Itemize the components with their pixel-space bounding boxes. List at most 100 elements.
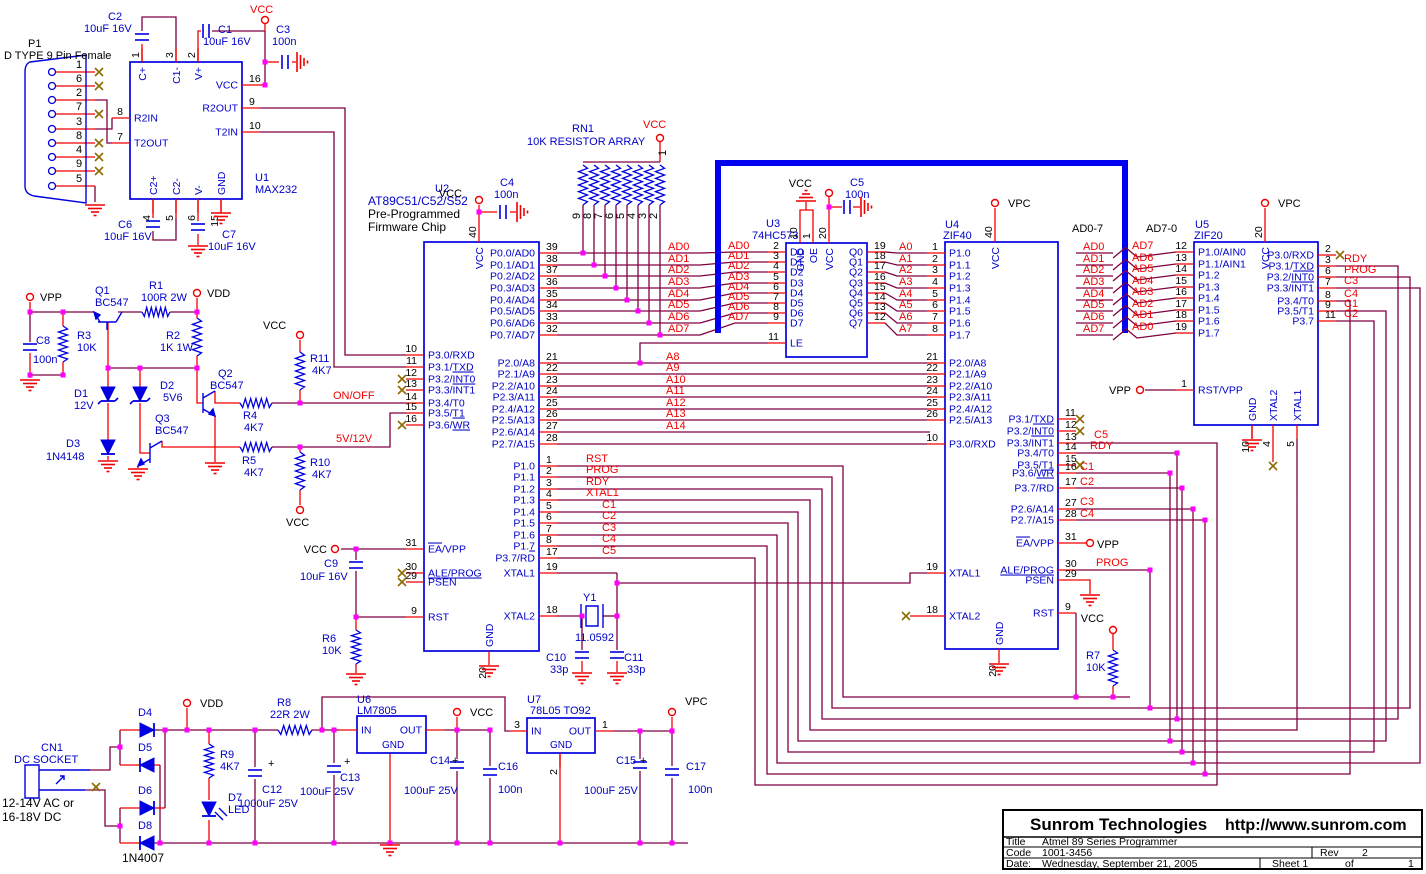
resistor	[1106, 649, 1120, 687]
net-label: AD6	[1132, 252, 1153, 264]
net-label: AD7	[728, 311, 749, 323]
power-terminal	[192, 288, 202, 298]
net-label: AD5	[728, 291, 749, 303]
q3-arrow	[136, 457, 146, 468]
pin-number: 5	[546, 500, 552, 512]
net-label: 4K7	[220, 761, 240, 773]
net-label: C2	[108, 11, 122, 23]
wire	[884, 261, 927, 266]
wire	[152, 218, 177, 241]
pin-name: XTAL2	[949, 611, 980, 623]
net-label: ON/OFF	[333, 390, 375, 402]
net-label: 100uF 25V	[584, 785, 638, 797]
wire	[1124, 246, 1177, 258]
pin-number: 19	[874, 240, 886, 252]
net-label: D8	[138, 820, 152, 832]
pin-number: 28	[546, 432, 558, 444]
pin-number: 6	[932, 299, 938, 311]
pin-number: 2	[186, 52, 198, 58]
junction-dot	[1147, 705, 1153, 711]
pin-number: 3	[514, 719, 520, 731]
pin-number: 7	[546, 523, 552, 535]
net-label: VCC	[263, 320, 286, 332]
pin-name: P0.7/AD7	[490, 330, 535, 342]
wire	[214, 391, 240, 404]
pin-name: P3.0/RXD	[949, 439, 996, 451]
pin-name: P2.6/A14	[1011, 504, 1054, 516]
pin-name: P3.1/TXD	[1008, 414, 1054, 426]
net-label: 10K	[322, 645, 342, 657]
wire	[884, 292, 927, 301]
net-label: BC547	[155, 425, 189, 437]
pin-name: V+	[193, 67, 205, 80]
net-label: A0	[899, 241, 912, 253]
net-label: AD2	[728, 260, 749, 272]
diode-body	[139, 722, 156, 738]
capacitor	[281, 55, 289, 69]
ic-layer: 1C+3C1-2V+16VCC9R2OUT10T2IN8R2IN7T2OUT4C…	[112, 48, 1336, 775]
pin-name: P1.6	[949, 318, 971, 330]
pin-number: 31	[1065, 531, 1077, 543]
ground-symbol	[607, 672, 627, 685]
net-label: 33p	[627, 664, 645, 676]
pin-name: P1.2	[513, 484, 535, 496]
wire	[557, 442, 1218, 786]
junction-dot	[105, 365, 111, 371]
pin-name: XTAL1	[949, 568, 980, 580]
net-label: 9	[76, 158, 82, 170]
component-layer	[23, 24, 1120, 851]
db9-pin	[47, 81, 57, 91]
power-terminal	[1135, 385, 1145, 395]
power-terminal	[295, 330, 305, 340]
no-connect-mark	[94, 152, 104, 162]
ic-body-u4	[944, 241, 1059, 650]
pin-number: 2	[932, 253, 938, 265]
wire	[1112, 282, 1126, 294]
wire	[1124, 281, 1177, 293]
pin-number: 39	[546, 241, 558, 253]
junction-dot	[1110, 694, 1116, 700]
net-label: D TYPE 9 Pin Female	[4, 50, 111, 62]
wire	[1124, 315, 1177, 327]
resistor	[609, 164, 623, 206]
junction-dot	[826, 204, 832, 210]
wire	[161, 441, 240, 448]
company-url: http://www.sunrom.com	[1225, 817, 1407, 834]
net-label: C17	[686, 761, 706, 773]
wire	[1112, 294, 1126, 306]
junction-dot	[557, 840, 563, 846]
power-terminal	[182, 698, 192, 708]
pin-number: 16	[249, 73, 261, 85]
net-label: A3	[899, 276, 912, 288]
net-label: 7	[593, 213, 605, 219]
pin-number: 11	[1325, 309, 1336, 321]
junction-dot	[60, 372, 66, 378]
wire	[884, 312, 927, 324]
pin-number: 1	[1181, 378, 1187, 390]
no-connect-mark	[397, 568, 407, 578]
pin-number: 15	[209, 215, 221, 227]
pin-name: P0.4/AD4	[490, 295, 535, 307]
pin-number: 1	[801, 233, 813, 239]
pin-name: P1.1/AIN1	[1198, 259, 1246, 271]
net-label: Pre-Programmed	[368, 207, 460, 221]
pin-name: VCC	[990, 247, 1002, 270]
capacitor	[349, 561, 363, 569]
pin-number: 4	[546, 488, 552, 500]
net-label: MAX232	[255, 184, 297, 196]
net-label: 4K7	[312, 469, 332, 481]
junction-dot	[669, 840, 675, 846]
pin-name: D6	[790, 308, 804, 320]
junction-dot	[1202, 771, 1208, 777]
db9-pin	[47, 95, 57, 105]
net-label: LM7805	[357, 705, 397, 717]
net-label: 33p	[550, 664, 568, 676]
pin-number: 20	[987, 665, 999, 677]
net-label: AD7	[1083, 323, 1104, 335]
net-label: A2	[899, 264, 912, 276]
no-connect-mark	[94, 166, 104, 176]
pin-number: 40	[983, 226, 995, 238]
wire	[1076, 579, 1091, 594]
capacitor	[146, 220, 160, 228]
junction-dot	[27, 309, 33, 315]
